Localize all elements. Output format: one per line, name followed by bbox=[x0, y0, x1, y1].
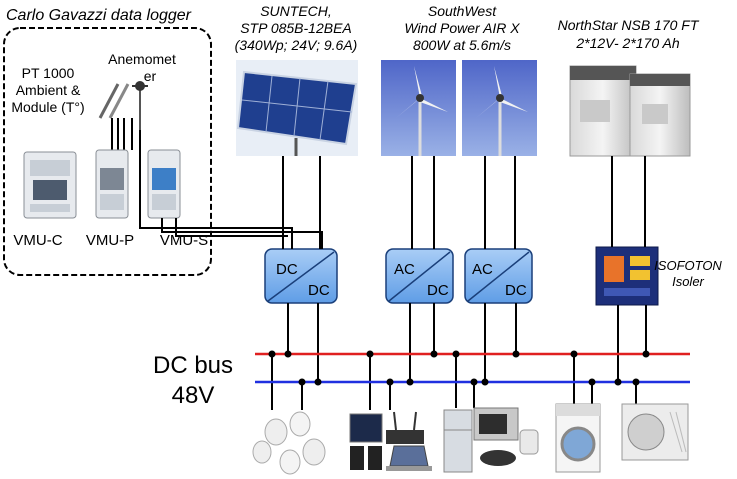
converter-wind-2: AC DC bbox=[464, 248, 533, 304]
isoler-label-2: Isoler bbox=[672, 274, 704, 289]
battery-group: NorthStar NSB 170 FT 2*12V- 2*170 Ah bbox=[558, 17, 700, 157]
light-bulbs-icon bbox=[252, 411, 326, 475]
isoler-group: ISOFOTON Isoler bbox=[595, 246, 722, 306]
converter-wind-1: AC DC bbox=[385, 248, 454, 304]
converter-wind-2-bottom: DC bbox=[505, 282, 527, 299]
bus-junctions bbox=[268, 350, 650, 386]
temp-sensor-label-1: PT 1000 bbox=[22, 65, 75, 81]
data-logger-group: Carlo Gavazzi data logger PT 1000 Ambien… bbox=[3, 7, 212, 276]
battery-icon bbox=[569, 65, 691, 157]
data-logger-border bbox=[3, 27, 212, 276]
wind-label-3: 800W at 5.6m/s bbox=[413, 37, 511, 53]
anemometer-label-1: Anemomet bbox=[108, 51, 176, 67]
converter-pv-top: DC bbox=[276, 261, 298, 278]
data-logger-title: Carlo Gavazzi data logger bbox=[6, 7, 192, 24]
vmu-p-module-icon bbox=[95, 149, 129, 219]
anemometer-icon bbox=[132, 81, 148, 130]
electronics-icon bbox=[349, 411, 432, 471]
temp-sensor-label-3: Module (T°) bbox=[11, 99, 84, 115]
bus-label-2: 48V bbox=[172, 382, 215, 409]
pv-label-3: (340Wp; 24V; 9.6A) bbox=[235, 37, 358, 53]
kitchen-appliances-icon bbox=[443, 407, 539, 473]
solar-panel-icon bbox=[236, 60, 358, 156]
vmu-s-label: VMU-S bbox=[160, 232, 208, 249]
vmu-c-module-icon bbox=[23, 151, 77, 219]
vmu-p-label: VMU-P bbox=[86, 232, 134, 249]
converter-pv: DC DC bbox=[264, 248, 338, 304]
anemometer-label-2: er bbox=[144, 68, 157, 84]
pt1000-probe-icon bbox=[98, 83, 130, 119]
temp-sensor-label-2: Ambient & bbox=[16, 82, 81, 98]
wind-label-2: Wind Power AIR X bbox=[404, 20, 520, 36]
washing-machine-icon bbox=[555, 403, 601, 473]
pv-label-2: STP 085B-12BEA bbox=[240, 20, 352, 36]
sensor-wires bbox=[111, 118, 141, 150]
battery-label-2: 2*12V- 2*170 Ah bbox=[575, 35, 679, 51]
wind-turbine-2-icon bbox=[462, 60, 537, 156]
vmu-c-label: VMU-C bbox=[13, 232, 62, 249]
wind-group: SouthWest Wind Power AIR X 800W at 5.6m/… bbox=[381, 3, 537, 156]
pv-group: SUNTECH, STP 085B-12BEA (340Wp; 24V; 9.6… bbox=[235, 3, 358, 156]
pv-label-1: SUNTECH, bbox=[260, 3, 332, 19]
converter-wind-1-bottom: DC bbox=[427, 282, 449, 299]
battery-label-1: NorthStar NSB 170 FT bbox=[558, 17, 700, 33]
converter-pv-bottom: DC bbox=[308, 282, 330, 299]
converter-wind-1-top: AC bbox=[394, 261, 415, 278]
isoler-icon bbox=[595, 246, 659, 306]
isoler-label-1: ISOFOTON bbox=[654, 258, 722, 273]
wind-turbine-1-icon bbox=[381, 60, 456, 156]
vmu-s-module-icon bbox=[147, 149, 181, 219]
air-conditioner-icon bbox=[621, 403, 689, 461]
converter-wind-2-top: AC bbox=[472, 261, 493, 278]
bus-label-1: DC bus bbox=[153, 352, 233, 379]
wind-label-1: SouthWest bbox=[428, 3, 497, 19]
